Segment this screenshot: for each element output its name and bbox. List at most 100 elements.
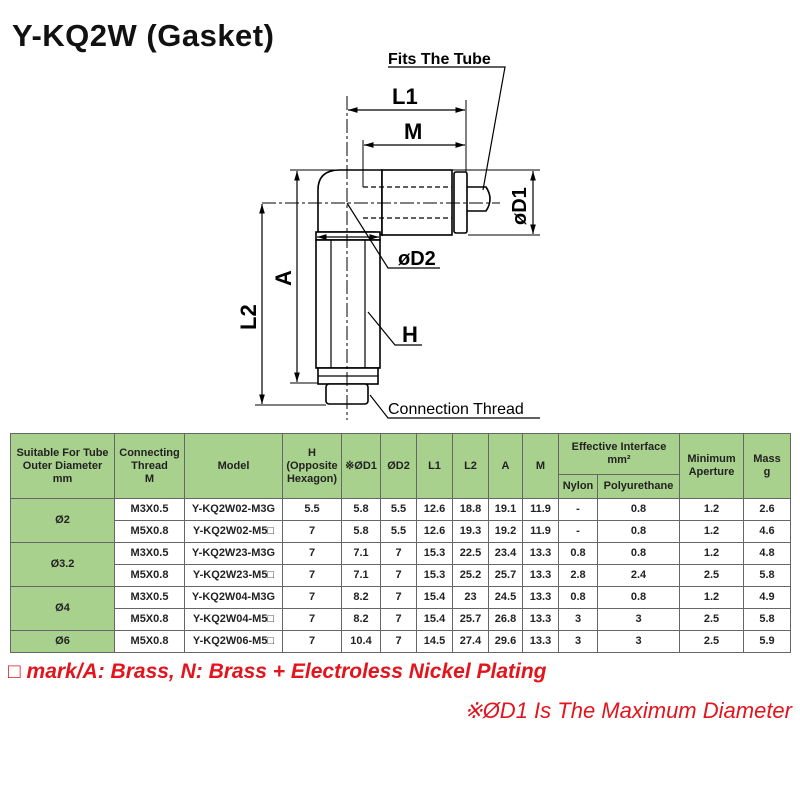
table-cell: 5.8 [743,608,791,631]
table-cell: 7.1 [341,564,381,587]
table-cell: 13.3 [522,608,559,631]
table-cell: 14.5 [416,630,453,653]
table-cell: Y-KQ2W06-M5□ [184,630,283,653]
table-cell: 13.3 [522,630,559,653]
table-cell: 2.5 [679,630,744,653]
table-cell: - [558,498,598,521]
table-cell: 5.5 [380,520,417,543]
table-cell: 2.5 [679,608,744,631]
m-label: M [404,119,422,144]
d1-label: øD1 [509,187,531,225]
table-cell: 4.6 [743,520,791,543]
header-a: A [488,433,523,499]
table-cell: 5.8 [743,564,791,587]
table-cell: 5.9 [743,630,791,653]
table-cell: 0.8 [558,586,598,609]
tube [467,186,491,212]
table-cell: 19.1 [488,498,523,521]
table-cell: 7 [282,608,342,631]
header-nylon: Nylon [558,474,598,499]
material-note: □ mark/A: Brass, N: Brass + Electroless … [8,660,547,683]
table-cell: 7 [282,586,342,609]
table-cell: 1.2 [679,520,744,543]
header-d2: ØD2 [380,433,417,499]
table-cell: 7 [380,564,417,587]
table-cell: 19.3 [452,520,489,543]
table-cell: M5X0.8 [114,608,185,631]
table-cell: 4.8 [743,542,791,565]
table-cell: 18.8 [452,498,489,521]
fits-tube-label: Fits The Tube [388,51,491,68]
table-cell: 12.6 [416,498,453,521]
table-cell: M5X0.8 [114,564,185,587]
table-cell: 8.2 [341,608,381,631]
d1-note: ※ØD1 Is The Maximum Diameter [464,698,792,723]
table-cell: 23 [452,586,489,609]
l1-label: L1 [392,84,418,109]
table-cell: 1.2 [679,542,744,565]
table-cell: 0.8 [597,542,680,565]
table-cell: Y-KQ2W02-M5□ [184,520,283,543]
header-m: M [522,433,559,499]
page-title: Y-KQ2W (Gasket) [12,18,275,53]
table-cell: 3 [597,608,680,631]
table-cell: 19.2 [488,520,523,543]
table-cell: 11.9 [522,520,559,543]
a-label: A [271,270,296,286]
table-cell: 7 [282,564,342,587]
header-model: Model [184,433,283,499]
table-cell: 15.3 [416,542,453,565]
header-l1: L1 [416,433,453,499]
hex-body [315,239,381,369]
table-cell: Y-KQ2W02-M3G [184,498,283,521]
header-polyurethane: Polyurethane [597,474,680,499]
table-cell: 22.5 [452,542,489,565]
table-cell: 24.5 [488,586,523,609]
table-cell: M5X0.8 [114,630,185,653]
table-cell: 29.6 [488,630,523,653]
tube-diameter-cell: Ø3.2 [10,542,115,587]
table-cell: 4.9 [743,586,791,609]
table-cell: 27.4 [452,630,489,653]
table-cell: 15.4 [416,608,453,631]
table-cell: 7 [282,630,342,653]
table-cell: 1.2 [679,586,744,609]
table-cell: 25.7 [488,564,523,587]
table-cell: 15.3 [416,564,453,587]
gasket-ring [315,231,381,241]
table-cell: 7.1 [341,542,381,565]
table-cell: 15.4 [416,586,453,609]
fitting-drawing: Fits The Tube L1 M øD1 øD2 A L2 H Connec… [236,51,540,420]
table-cell: 5.8 [341,520,381,543]
table-cell: 12.6 [416,520,453,543]
table-cell: 7 [282,520,342,543]
table-cell: 7 [380,586,417,609]
table-cell: 26.8 [488,608,523,631]
table-cell: 23.4 [488,542,523,565]
connection-thread-label: Connection Thread [388,401,524,418]
table-cell: 0.8 [597,498,680,521]
table-cell: 25.2 [452,564,489,587]
table-cell: M3X0.5 [114,586,185,609]
table-cell: M3X0.5 [114,498,185,521]
table-cell: 7 [380,542,417,565]
table-cell: - [558,520,598,543]
table-cell: Y-KQ2W04-M5□ [184,608,283,631]
table-cell: Y-KQ2W23-M3G [184,542,283,565]
table-cell: Y-KQ2W04-M3G [184,586,283,609]
tube-diameter-cell: Ø4 [10,586,115,631]
d2-label: øD2 [398,248,436,270]
table-cell: 0.8 [597,520,680,543]
table-cell: 2.6 [743,498,791,521]
